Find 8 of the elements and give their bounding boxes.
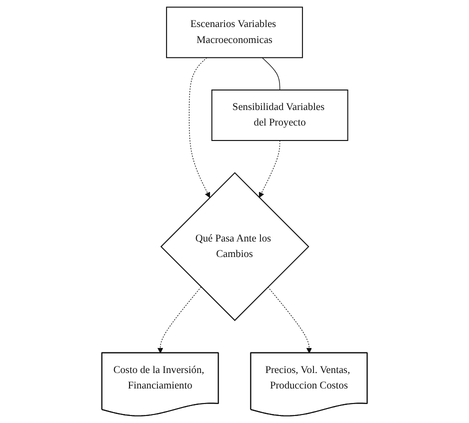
node-box: Escenarios Variables Macroeconomicas [166, 6, 303, 58]
connector [262, 57, 280, 90]
node-diamond: Qué Pasa Ante los Cambios [160, 172, 310, 322]
node-box: Sensibilidad Variables del Proyecto [211, 90, 348, 141]
arrow [258, 140, 280, 198]
arrow [188, 57, 210, 198]
arrow [157, 286, 202, 354]
arrow [268, 286, 312, 354]
